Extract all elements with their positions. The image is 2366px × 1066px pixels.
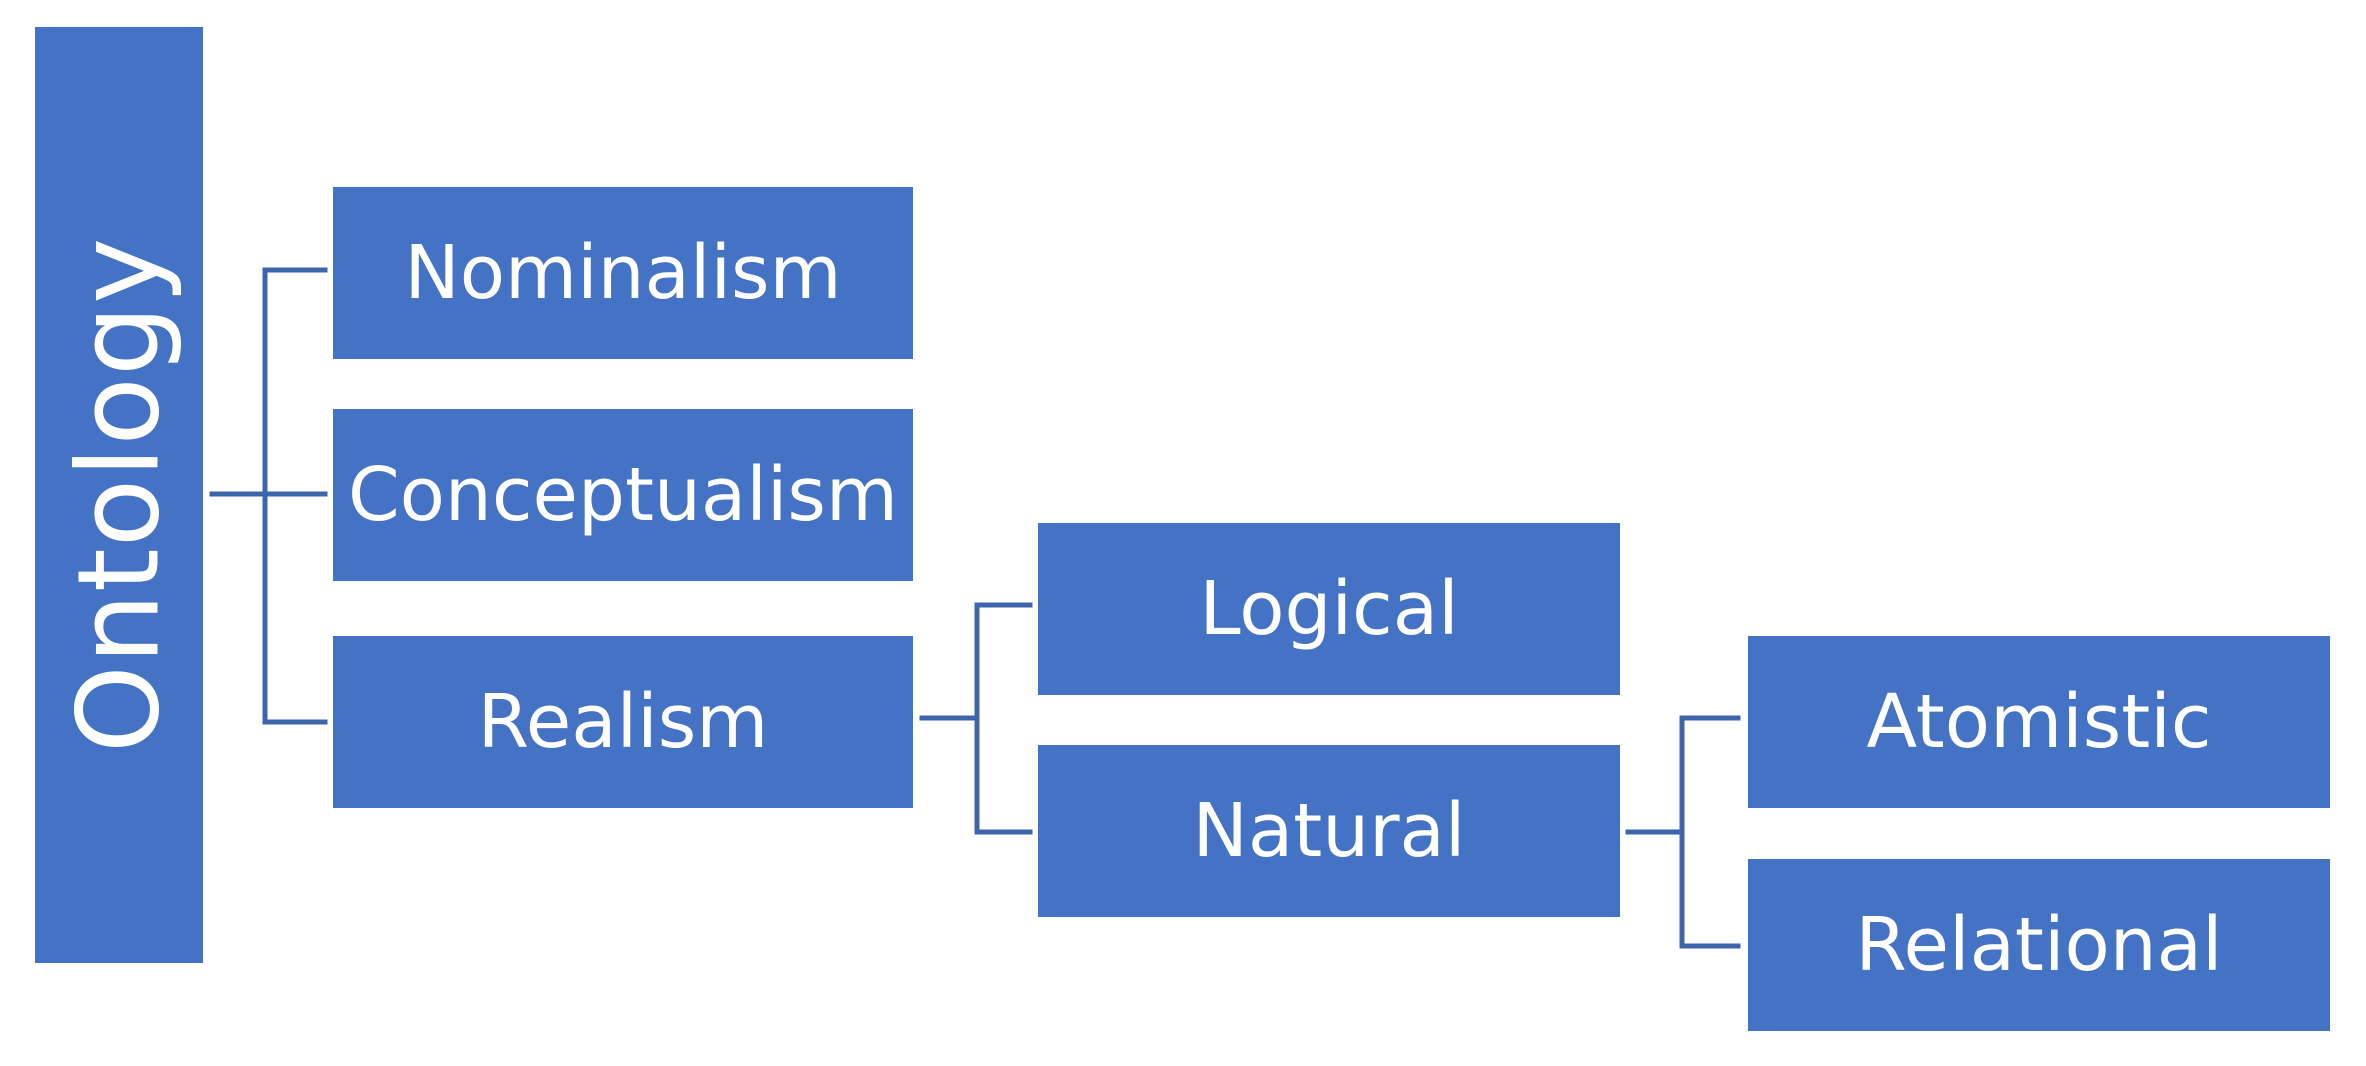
node-conceptualism-label: Conceptualism (347, 452, 899, 538)
node-ontology-label: Ontology (54, 236, 184, 754)
node-natural: Natural (1038, 745, 1620, 917)
node-atomistic: Atomistic (1748, 636, 2330, 808)
node-realism: Realism (333, 636, 913, 808)
node-logical: Logical (1038, 523, 1620, 695)
node-relational: Relational (1748, 859, 2330, 1031)
node-relational-label: Relational (1855, 902, 2223, 988)
node-logical-label: Logical (1199, 566, 1459, 652)
node-nominalism-label: Nominalism (404, 230, 842, 316)
node-atomistic-label: Atomistic (1866, 679, 2212, 765)
node-nominalism: Nominalism (333, 187, 913, 359)
node-ontology: Ontology (35, 27, 203, 963)
node-natural-label: Natural (1192, 788, 1466, 874)
node-conceptualism: Conceptualism (333, 409, 913, 581)
node-realism-label: Realism (477, 679, 769, 765)
